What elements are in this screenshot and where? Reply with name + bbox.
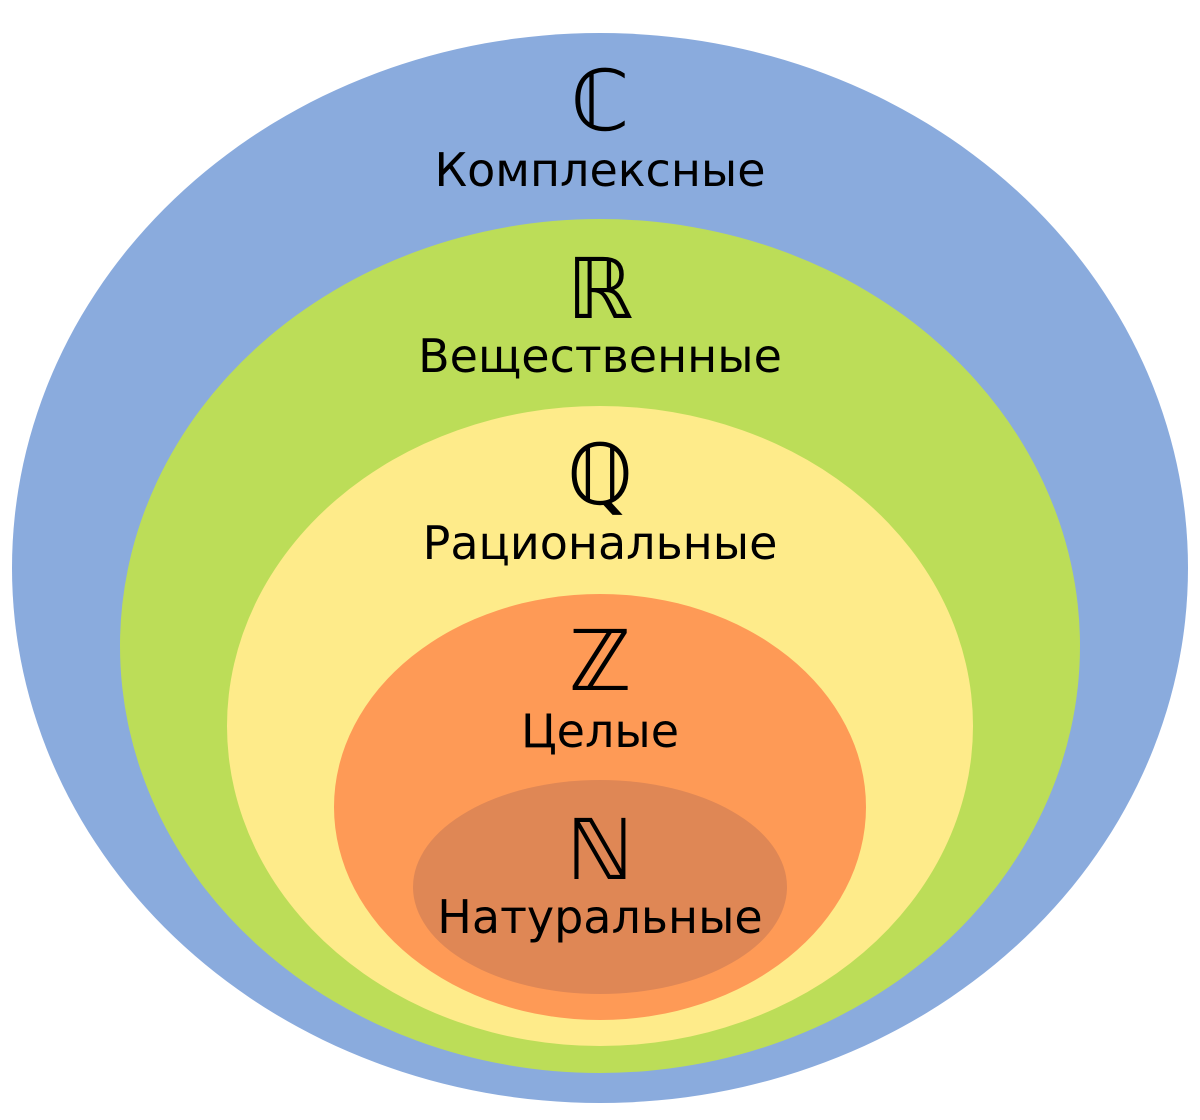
set-integer-label: Целые [521,704,679,758]
set-complex-label: Комплексные [434,143,765,197]
set-natural-label: Натуральные [437,890,762,944]
set-natural-ellipse [413,780,787,994]
set-rational-label: Рациональные [423,516,778,570]
set-natural-symbol: ℕ [566,801,633,899]
set-real-symbol: ℝ [567,240,634,338]
set-rational-symbol: ℚ [567,426,633,524]
set-real-label: Вещественные [418,329,782,383]
set-complex-symbol: ℂ [571,52,630,150]
set-integer-symbol: ℤ [569,612,632,710]
